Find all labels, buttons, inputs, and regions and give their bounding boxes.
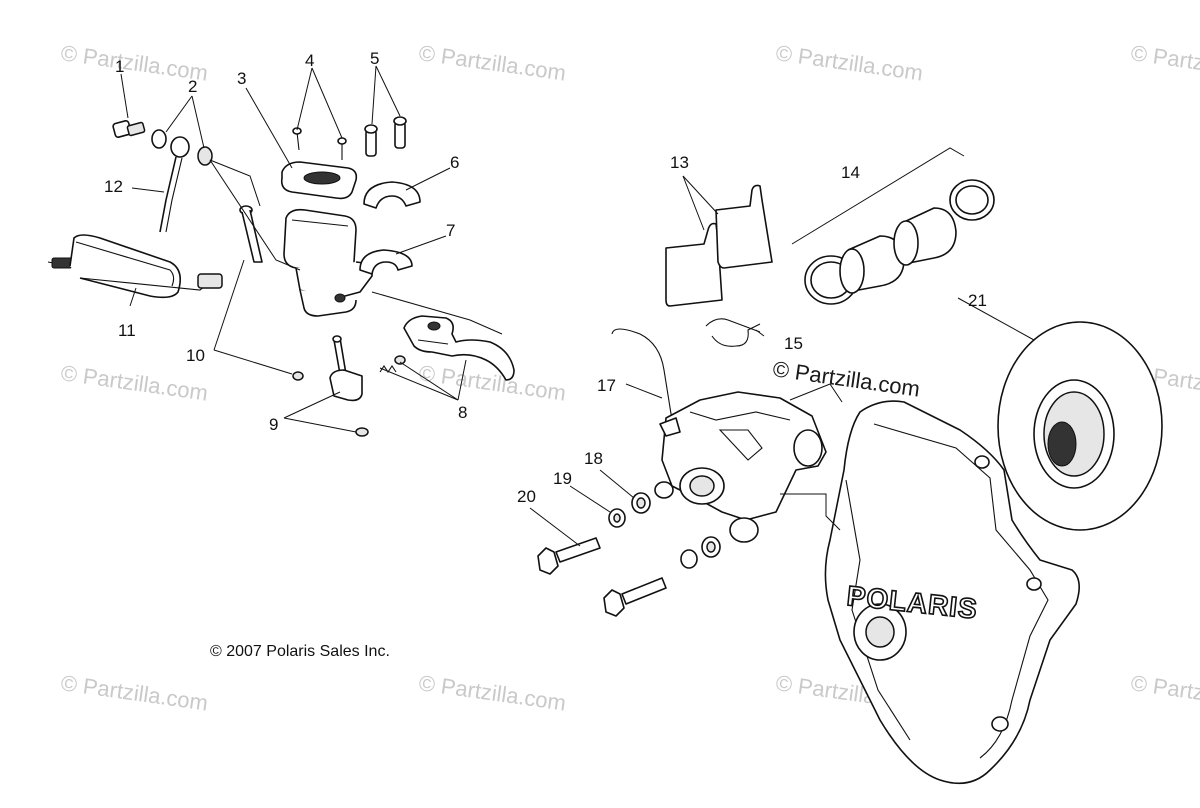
callout-11: 11	[118, 321, 136, 340]
callout-10: 10	[186, 346, 205, 365]
callout-15: 15	[784, 334, 803, 353]
lever-pin-part	[329, 335, 363, 402]
watermark-2: © Partzilla.com	[417, 40, 567, 85]
callout-7: 7	[446, 221, 455, 240]
callout-4: 4	[305, 51, 314, 70]
retaining-pin-part	[705, 318, 761, 347]
callout-12: 12	[104, 177, 123, 196]
washer-part-2	[197, 146, 213, 166]
screws-part	[292, 116, 407, 160]
watermark-11: © Partzilla.com	[1129, 670, 1200, 715]
brake-pad-part	[665, 184, 773, 307]
chaincase-cover-part: POLARIS	[824, 400, 1080, 785]
callout-13: 13	[670, 153, 689, 172]
caliper-washers-part	[608, 492, 721, 569]
callouts: 1 2 3 4 5 6 7 8 9 10 11 12 13 14 15 17 1…	[104, 49, 987, 506]
brake-lever-part	[403, 315, 515, 381]
watermark-4: © Partzilla.com	[1129, 40, 1200, 85]
callout-9: 9	[269, 415, 278, 434]
washer-part	[151, 129, 167, 149]
callout-1: 1	[115, 57, 124, 76]
callout-17: 17	[597, 376, 616, 395]
brake-caliper-part	[611, 328, 827, 543]
brake-switch-harness-part	[47, 234, 223, 299]
clip-part-2	[355, 427, 369, 437]
banjo-fitting-part	[159, 136, 190, 233]
watermark-6: © Partzilla.com	[417, 360, 567, 405]
callout-20: 20	[517, 487, 536, 506]
watermark-8: © Partzilla.com	[59, 670, 209, 715]
callout-18: 18	[584, 449, 603, 468]
leader-lines	[120, 65, 1035, 547]
callout-21: 21	[968, 291, 987, 310]
pivot-pin-part	[239, 205, 263, 263]
small-spring-part	[379, 355, 406, 373]
group-bracket-14	[791, 147, 965, 245]
master-cylinder-body-part	[283, 208, 373, 317]
callout-2: 2	[188, 77, 197, 96]
brake-disc-part	[997, 321, 1163, 531]
piston-part	[839, 207, 957, 294]
watermark-9: © Partzilla.com	[417, 670, 567, 715]
callout-3: 3	[237, 69, 246, 88]
watermark-5: © Partzilla.com	[59, 360, 209, 405]
copyright-notice: © 2007 Polaris Sales Inc.	[210, 643, 390, 660]
watermark-center-dark: © Partzilla.com	[771, 356, 921, 401]
callout-14: 14	[841, 163, 860, 182]
clamp-part	[359, 181, 421, 275]
watermark-3: © Partzilla.com	[774, 40, 924, 85]
caliper-bolt-part	[537, 537, 667, 617]
callout-8: 8	[458, 403, 467, 422]
clip-part	[292, 371, 304, 381]
banjo-bolt-part	[112, 120, 146, 138]
callout-6: 6	[450, 153, 459, 172]
reservoir-cap-part	[280, 161, 358, 200]
callout-19: 19	[553, 469, 572, 488]
callout-5: 5	[370, 49, 379, 68]
